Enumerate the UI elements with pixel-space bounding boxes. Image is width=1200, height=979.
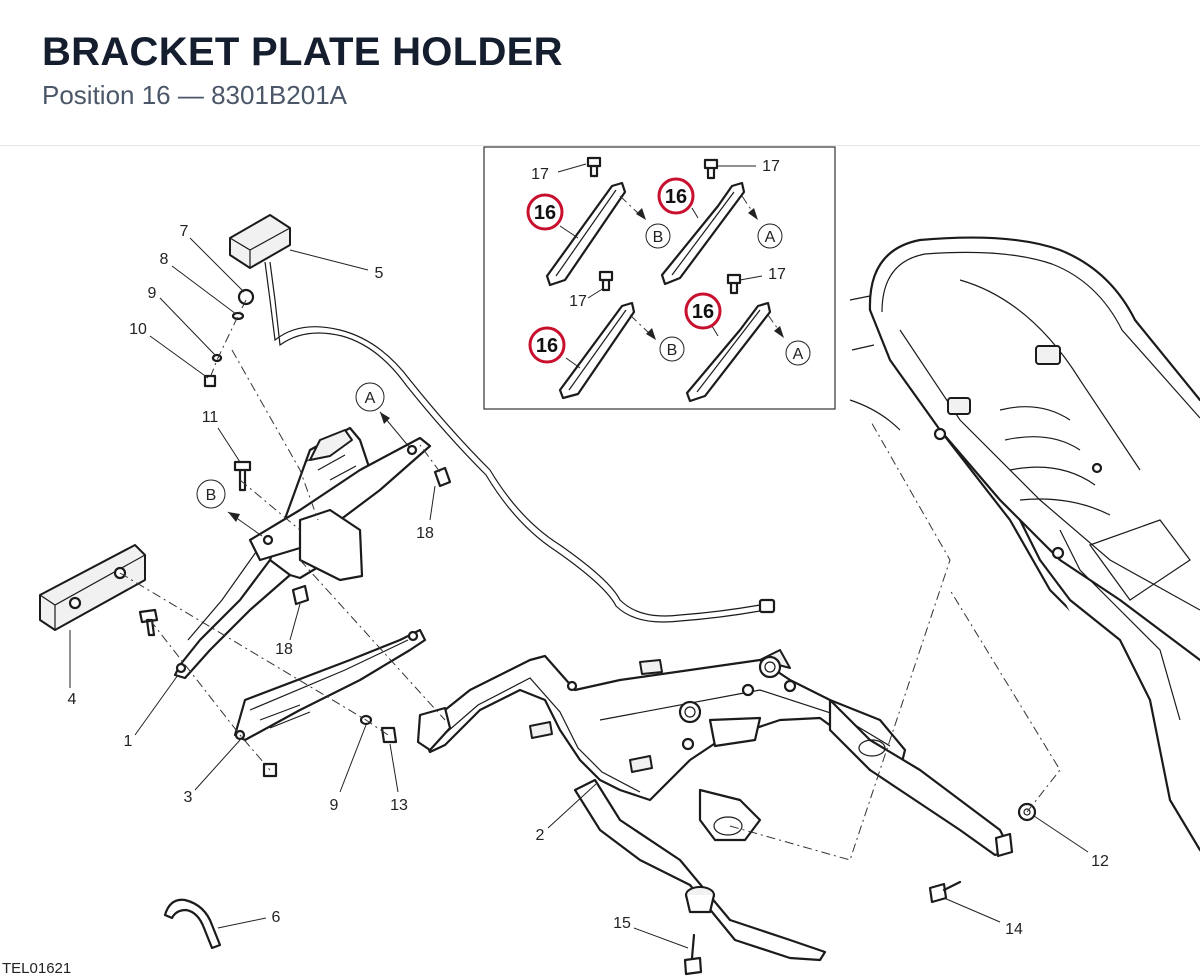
callout-7: 7 bbox=[180, 223, 189, 240]
header-divider bbox=[0, 145, 1200, 146]
callout-9a: 9 bbox=[148, 285, 157, 302]
callout-8: 8 bbox=[160, 251, 169, 268]
callout-3: 3 bbox=[184, 789, 193, 806]
part-6-cable-clip bbox=[163, 898, 222, 950]
svg-text:16: 16 bbox=[665, 186, 687, 208]
svg-text:A: A bbox=[765, 229, 776, 246]
callout-labels: 1 2 3 4 5 6 7 8 9 9 10 11 12 13 14 15 18… bbox=[68, 223, 1109, 938]
callout-10: 10 bbox=[129, 321, 147, 338]
highlight-16d: 16 bbox=[684, 292, 722, 330]
part-3-reflector-bracket bbox=[233, 628, 427, 742]
view-marker-b: B bbox=[196, 479, 226, 509]
inset-marker-b1: B bbox=[645, 223, 671, 249]
svg-text:16: 16 bbox=[534, 202, 556, 224]
rear-subframe bbox=[849, 236, 1200, 852]
svg-text:16: 16 bbox=[692, 301, 714, 323]
callout-13: 13 bbox=[390, 797, 408, 814]
part-2-bracket bbox=[416, 649, 1014, 962]
part-4-reflector bbox=[39, 544, 146, 631]
callout-4: 4 bbox=[68, 691, 77, 708]
part-5-plate-light bbox=[229, 214, 776, 623]
svg-text:16: 16 bbox=[536, 335, 558, 357]
leader-lines bbox=[69, 237, 1089, 949]
inset-label-17a: 17 bbox=[531, 166, 549, 183]
svg-text:A: A bbox=[793, 346, 804, 363]
svg-text:B: B bbox=[667, 342, 678, 359]
callout-2: 2 bbox=[536, 827, 545, 844]
callout-18a: 18 bbox=[416, 525, 434, 542]
highlight-16a: 16 bbox=[526, 193, 564, 231]
inset-marker-a2: A bbox=[785, 340, 811, 366]
hardware bbox=[138, 288, 1037, 976]
inset-label-17b: 17 bbox=[762, 158, 780, 175]
inset-label-17d: 17 bbox=[768, 266, 786, 283]
callout-15: 15 bbox=[613, 915, 631, 932]
callout-5: 5 bbox=[375, 265, 384, 282]
svg-text:B: B bbox=[206, 487, 217, 504]
inset-label-17c: 17 bbox=[569, 293, 587, 310]
highlight-16b: 16 bbox=[657, 177, 695, 215]
callout-11: 11 bbox=[202, 409, 219, 426]
callout-12: 12 bbox=[1091, 853, 1109, 870]
view-marker-a: A bbox=[355, 382, 385, 412]
view-arrows bbox=[227, 411, 411, 537]
inset-marker-a1: A bbox=[757, 223, 783, 249]
callout-18b: 18 bbox=[275, 641, 293, 658]
svg-text:A: A bbox=[365, 390, 376, 407]
inset-marker-b2: B bbox=[659, 336, 685, 362]
svg-text:B: B bbox=[653, 229, 664, 246]
callout-1: 1 bbox=[124, 733, 133, 750]
assembly-lines bbox=[119, 299, 1061, 861]
inset-detail: 17 17 17 17 16 16 16 16 B A bbox=[483, 146, 836, 410]
callout-14: 14 bbox=[1005, 921, 1023, 938]
drawing-code: TEL01621 bbox=[2, 960, 72, 977]
page-title: BRACKET PLATE HOLDER bbox=[42, 30, 563, 74]
callout-6: 6 bbox=[272, 909, 281, 926]
highlight-16c: 16 bbox=[528, 326, 566, 364]
callout-9b: 9 bbox=[330, 797, 339, 814]
part-1-plate-holder bbox=[173, 426, 432, 680]
page-subtitle: Position 16 — 8301B201A bbox=[42, 80, 347, 110]
